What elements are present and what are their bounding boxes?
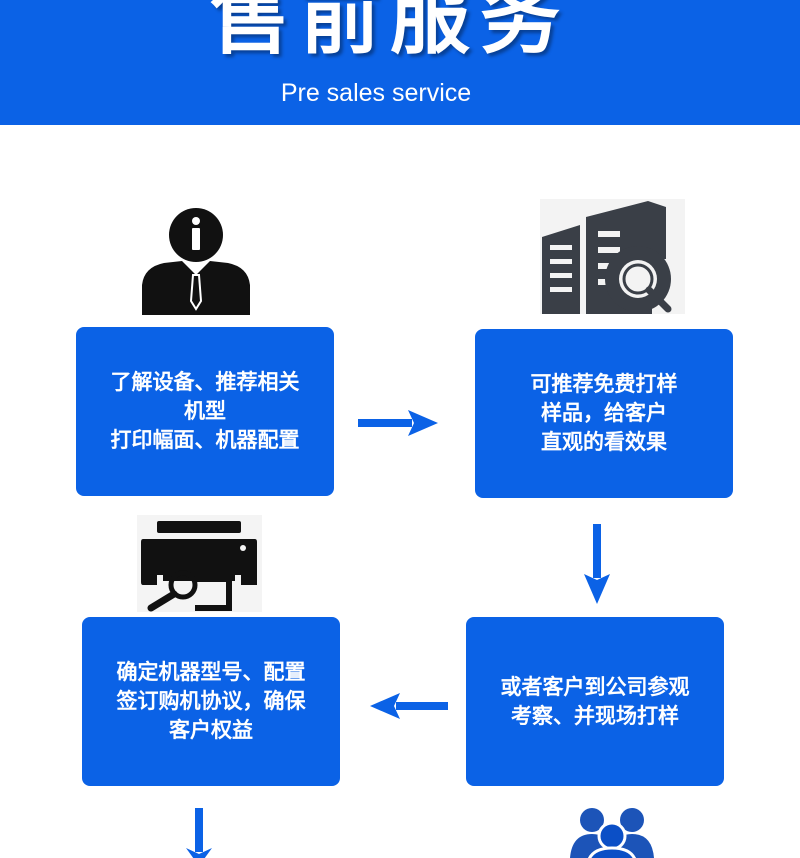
page-subtitle: Pre sales service (280, 79, 472, 107)
step-text-4: 确定机器型号、配置 签订购机协议，确保 客户权益 (116, 660, 306, 742)
step-text-3: 或者客户到公司参观 考察、并现场打样 (500, 674, 690, 728)
step-box-4: 确定机器型号、配置 签订购机协议，确保 客户权益 (82, 617, 340, 786)
step-box-1: 了解设备、推荐相关 机型 打印幅面、机器配置 (76, 327, 334, 496)
step-box-2: 可推荐免费打样 样品，给客户 直观的看效果 (475, 329, 733, 498)
step-text-2: 可推荐免费打样 样品，给客户 直观的看效果 (530, 372, 678, 454)
arrow-right-icon (358, 410, 438, 436)
arrow-left-icon (370, 693, 448, 719)
step-text-1: 了解设备、推荐相关 机型 打印幅面、机器配置 (110, 370, 300, 452)
arrow-down-icon-lower (186, 808, 212, 858)
businessman-info-icon (142, 208, 250, 315)
arrow-down-icon (584, 524, 610, 604)
step-box-3: 或者客户到公司参观 考察、并现场打样 (466, 617, 724, 786)
printer-search-icon (137, 515, 262, 612)
page-title: 售前服务 (210, 0, 570, 65)
people-group-icon (570, 808, 654, 858)
header-banner: 售前服务 Pre sales service (0, 0, 800, 125)
building-search-icon (540, 199, 685, 314)
